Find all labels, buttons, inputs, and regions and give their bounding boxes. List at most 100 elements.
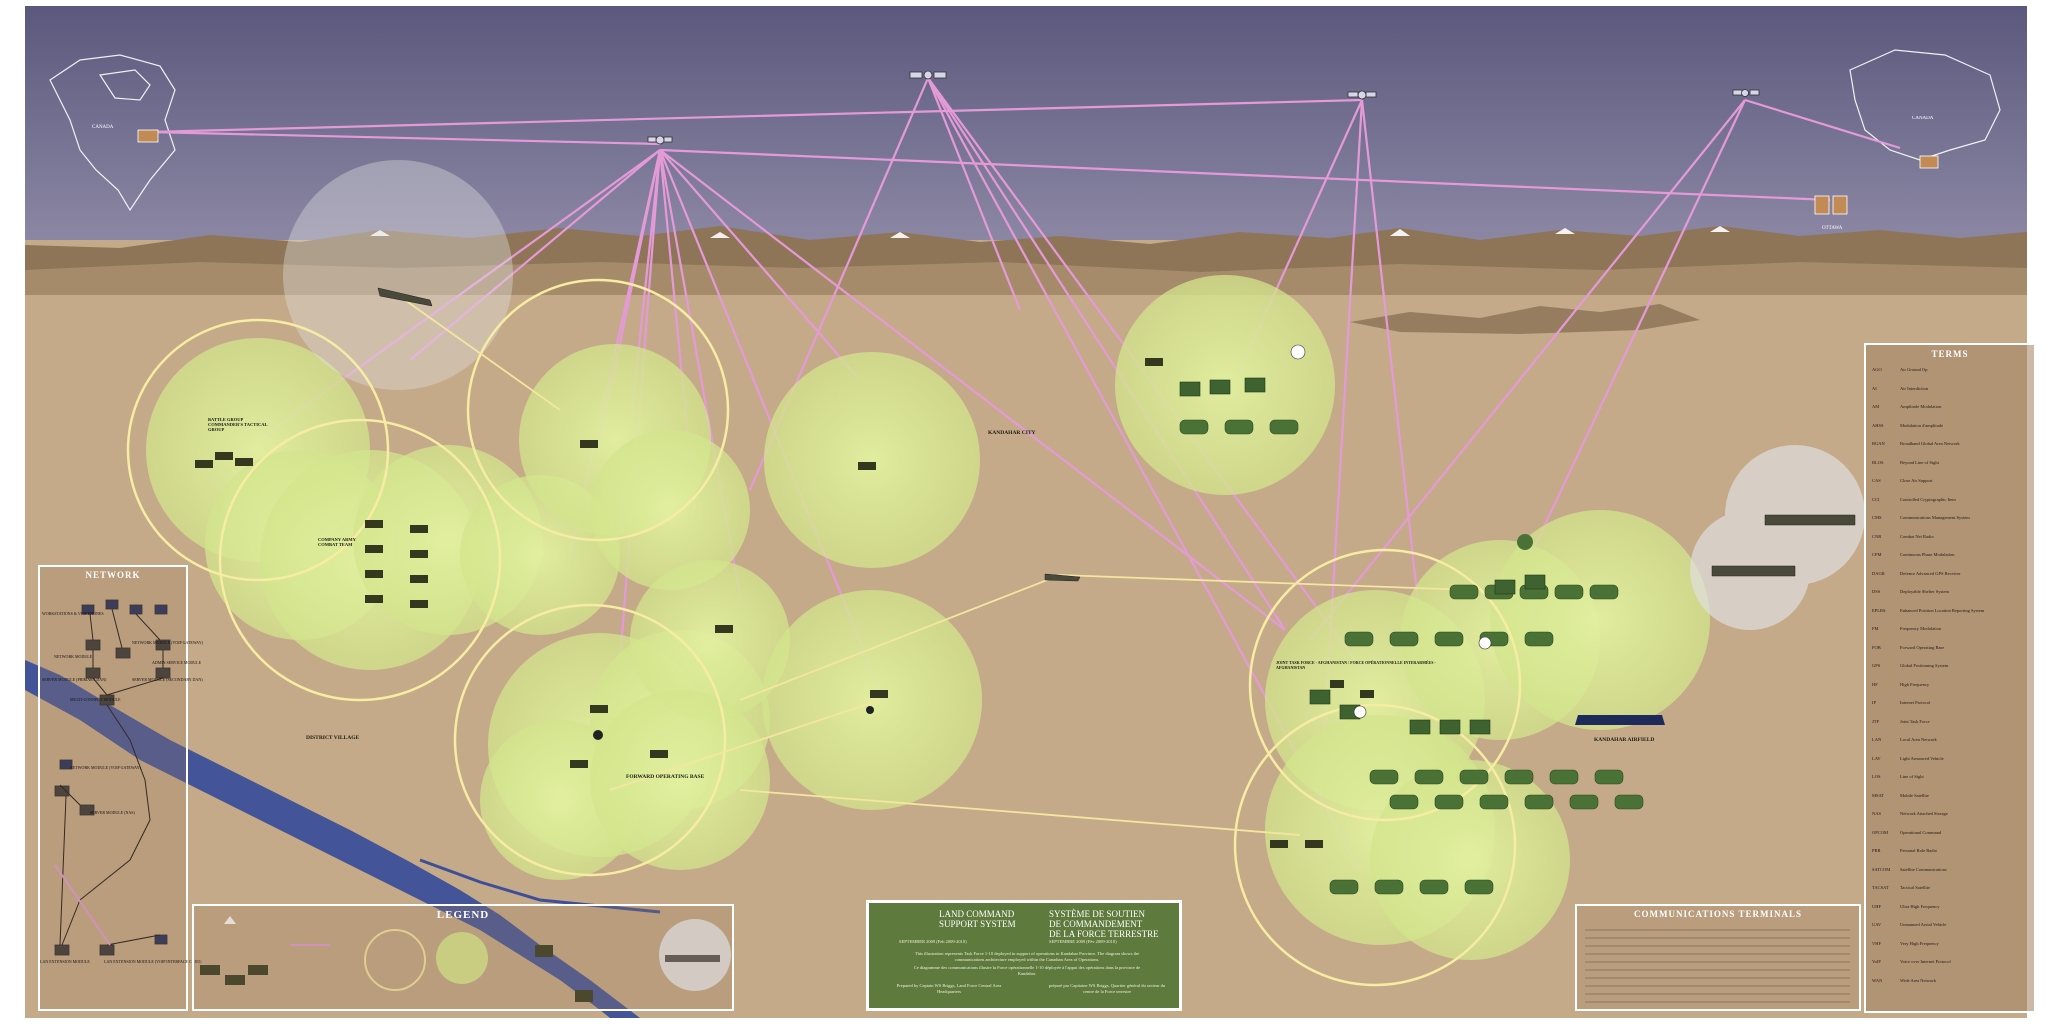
term-abbreviation: AGO (1872, 367, 1898, 372)
term-definition: Controlled Cryptographic Item (1900, 497, 2030, 502)
battle-group-label: BATTLE GROUP COMMANDER'S TACTICAL GROUP (208, 417, 278, 432)
term-abbreviation: TACSAT (1872, 885, 1898, 890)
title-fr-line1: SYSTÈME DE SOUTIEN (1049, 909, 1145, 919)
term-row: CCIControlled Cryptographic Item (1872, 497, 2030, 504)
term-abbreviation: CAS (1872, 478, 1898, 483)
term-abbreviation: VHF (1872, 941, 1898, 946)
term-definition: Modulation d'amplitude (1900, 423, 2030, 428)
term-abbreviation: JTF (1872, 719, 1898, 724)
term-definition: High Frequency (1900, 682, 2030, 687)
network-label: SERVER MODULE (SECONDARY DAN) (132, 677, 203, 682)
term-definition: Ultra High Frequency (1900, 904, 2030, 909)
term-row: FMFrequency Modulation (1872, 626, 2030, 633)
district-village-label: DISTRICT VILLAGE (306, 735, 359, 741)
term-abbreviation: IP (1872, 700, 1898, 705)
title-description-en: This illustration represents Task Force … (909, 951, 1145, 963)
prepared-by-fr: préparé par Capitaine WS Briggs, Quartie… (1045, 983, 1169, 995)
term-row: TACSATTactical Satellite (1872, 885, 2030, 892)
term-definition: Defence Advanced GPS Receiver (1900, 571, 2030, 576)
term-definition: Voice over Internet Protocol (1900, 959, 2030, 964)
title-en-line2: SUPPORT SYSTEM (939, 919, 1016, 929)
term-definition: Personal Role Radio (1900, 848, 2030, 853)
term-definition: Global Positioning System (1900, 663, 2030, 668)
network-label: SERVER MODULE (NAS) (90, 810, 135, 815)
term-definition: Broadband Global Area Network (1900, 441, 2030, 446)
title-description-fr: Ce diagramme des communications illustre… (909, 965, 1145, 977)
term-abbreviation: LAN (1872, 737, 1898, 742)
term-definition: Frequency Modulation (1900, 626, 2030, 631)
term-abbreviation: FM (1872, 626, 1898, 631)
term-definition: Forward Operating Base (1900, 645, 2030, 650)
term-definition: Wide Area Network (1900, 978, 2030, 983)
network-label: SERVER MODULE (PRIMARY DAN) (42, 677, 106, 682)
network-label: WORKSTATIONS & VOIP PHONES (42, 611, 104, 616)
term-definition: Close Air Support (1900, 478, 2030, 483)
term-abbreviation: AI (1872, 386, 1898, 391)
term-definition: Network Attached Storage (1900, 811, 2030, 816)
term-abbreviation: AHSS (1872, 423, 1898, 428)
term-abbreviation: CCI (1872, 497, 1898, 502)
prepared-by-en: Prepared by Captain WS Briggs, Land Forc… (889, 983, 1009, 995)
term-abbreviation: DSS (1872, 589, 1898, 594)
term-abbreviation: LAV (1872, 756, 1898, 761)
term-definition: Operational Command (1900, 830, 2030, 835)
term-definition: Joint Task Force (1900, 719, 2030, 724)
term-abbreviation: OPCOM (1872, 830, 1898, 835)
term-definition: Tactical Satellite (1900, 885, 2030, 890)
term-definition: Light Armoured Vehicle (1900, 756, 2030, 761)
term-row: AHSSModulation d'amplitude (1872, 423, 2030, 430)
jtf-label: JOINT TASK FORCE - AFGHANISTAN / FORCE O… (1276, 660, 1436, 670)
kandahar-city-label: KANDAHAR CITY (988, 430, 1036, 436)
term-definition: Very High Frequency (1900, 941, 2030, 946)
term-definition: Satellite Communications (1900, 867, 2030, 872)
term-row: JTFJoint Task Force (1872, 719, 2030, 726)
term-row: UAVUnmanned Aerial Vehicle (1872, 922, 2030, 929)
title-en-line1: LAND COMMAND (939, 909, 1014, 919)
term-row: VoIPVoice over Internet Protocol (1872, 959, 2030, 966)
term-abbreviation: LOS (1872, 774, 1898, 779)
network-label: ADMIN SERVICE MODULE (152, 660, 201, 665)
term-definition: Line of Sight (1900, 774, 2030, 779)
term-definition: Unmanned Aerial Vehicle (1900, 922, 2030, 927)
term-row: PRRPersonal Role Radio (1872, 848, 2030, 855)
network-panel: NETWORK WORKSTATIONS & VOIP PHONES NETWO… (38, 565, 188, 1011)
term-row: UHFUltra High Frequency (1872, 904, 2030, 911)
canada-label-left: CANADA (92, 125, 113, 130)
term-definition: Air Interdiction (1900, 386, 2030, 391)
title-fr-line2: DE COMMANDEMENT (1049, 919, 1142, 929)
term-row: HFHigh Frequency (1872, 682, 2030, 689)
term-abbreviation: UAV (1872, 922, 1898, 927)
network-panel-title: NETWORK (40, 570, 186, 580)
network-label: NETWORK MODULE (54, 654, 92, 659)
term-abbreviation: UHF (1872, 904, 1898, 909)
term-abbreviation: BLOS (1872, 460, 1898, 465)
term-abbreviation: CMS (1872, 515, 1898, 520)
forward-operating-base-label: FORWARD OPERATING BASE (626, 774, 704, 780)
term-definition: Internet Protocol (1900, 700, 2030, 705)
term-abbreviation: PRR (1872, 848, 1898, 853)
network-label: NETWORK MODULE (VOIP GATEWAY) (132, 640, 203, 645)
term-definition: Mobile Satellite (1900, 793, 2030, 798)
term-row: BGANBroadband Global Area Network (1872, 441, 2030, 448)
term-definition: Continuous Phase Modulation (1900, 552, 2030, 557)
legend-panel: LEGEND (192, 904, 734, 1011)
network-label: LAN EXTENSION MODULE (VOIP INTERFACE CAR… (104, 959, 201, 964)
term-definition: Amplitude Modulation (1900, 404, 2030, 409)
term-abbreviation: GPS (1872, 663, 1898, 668)
term-definition: Communications Management System (1900, 515, 2030, 520)
network-label: LAN EXTENSION MODULE (40, 959, 90, 964)
term-abbreviation: FOB (1872, 645, 1898, 650)
